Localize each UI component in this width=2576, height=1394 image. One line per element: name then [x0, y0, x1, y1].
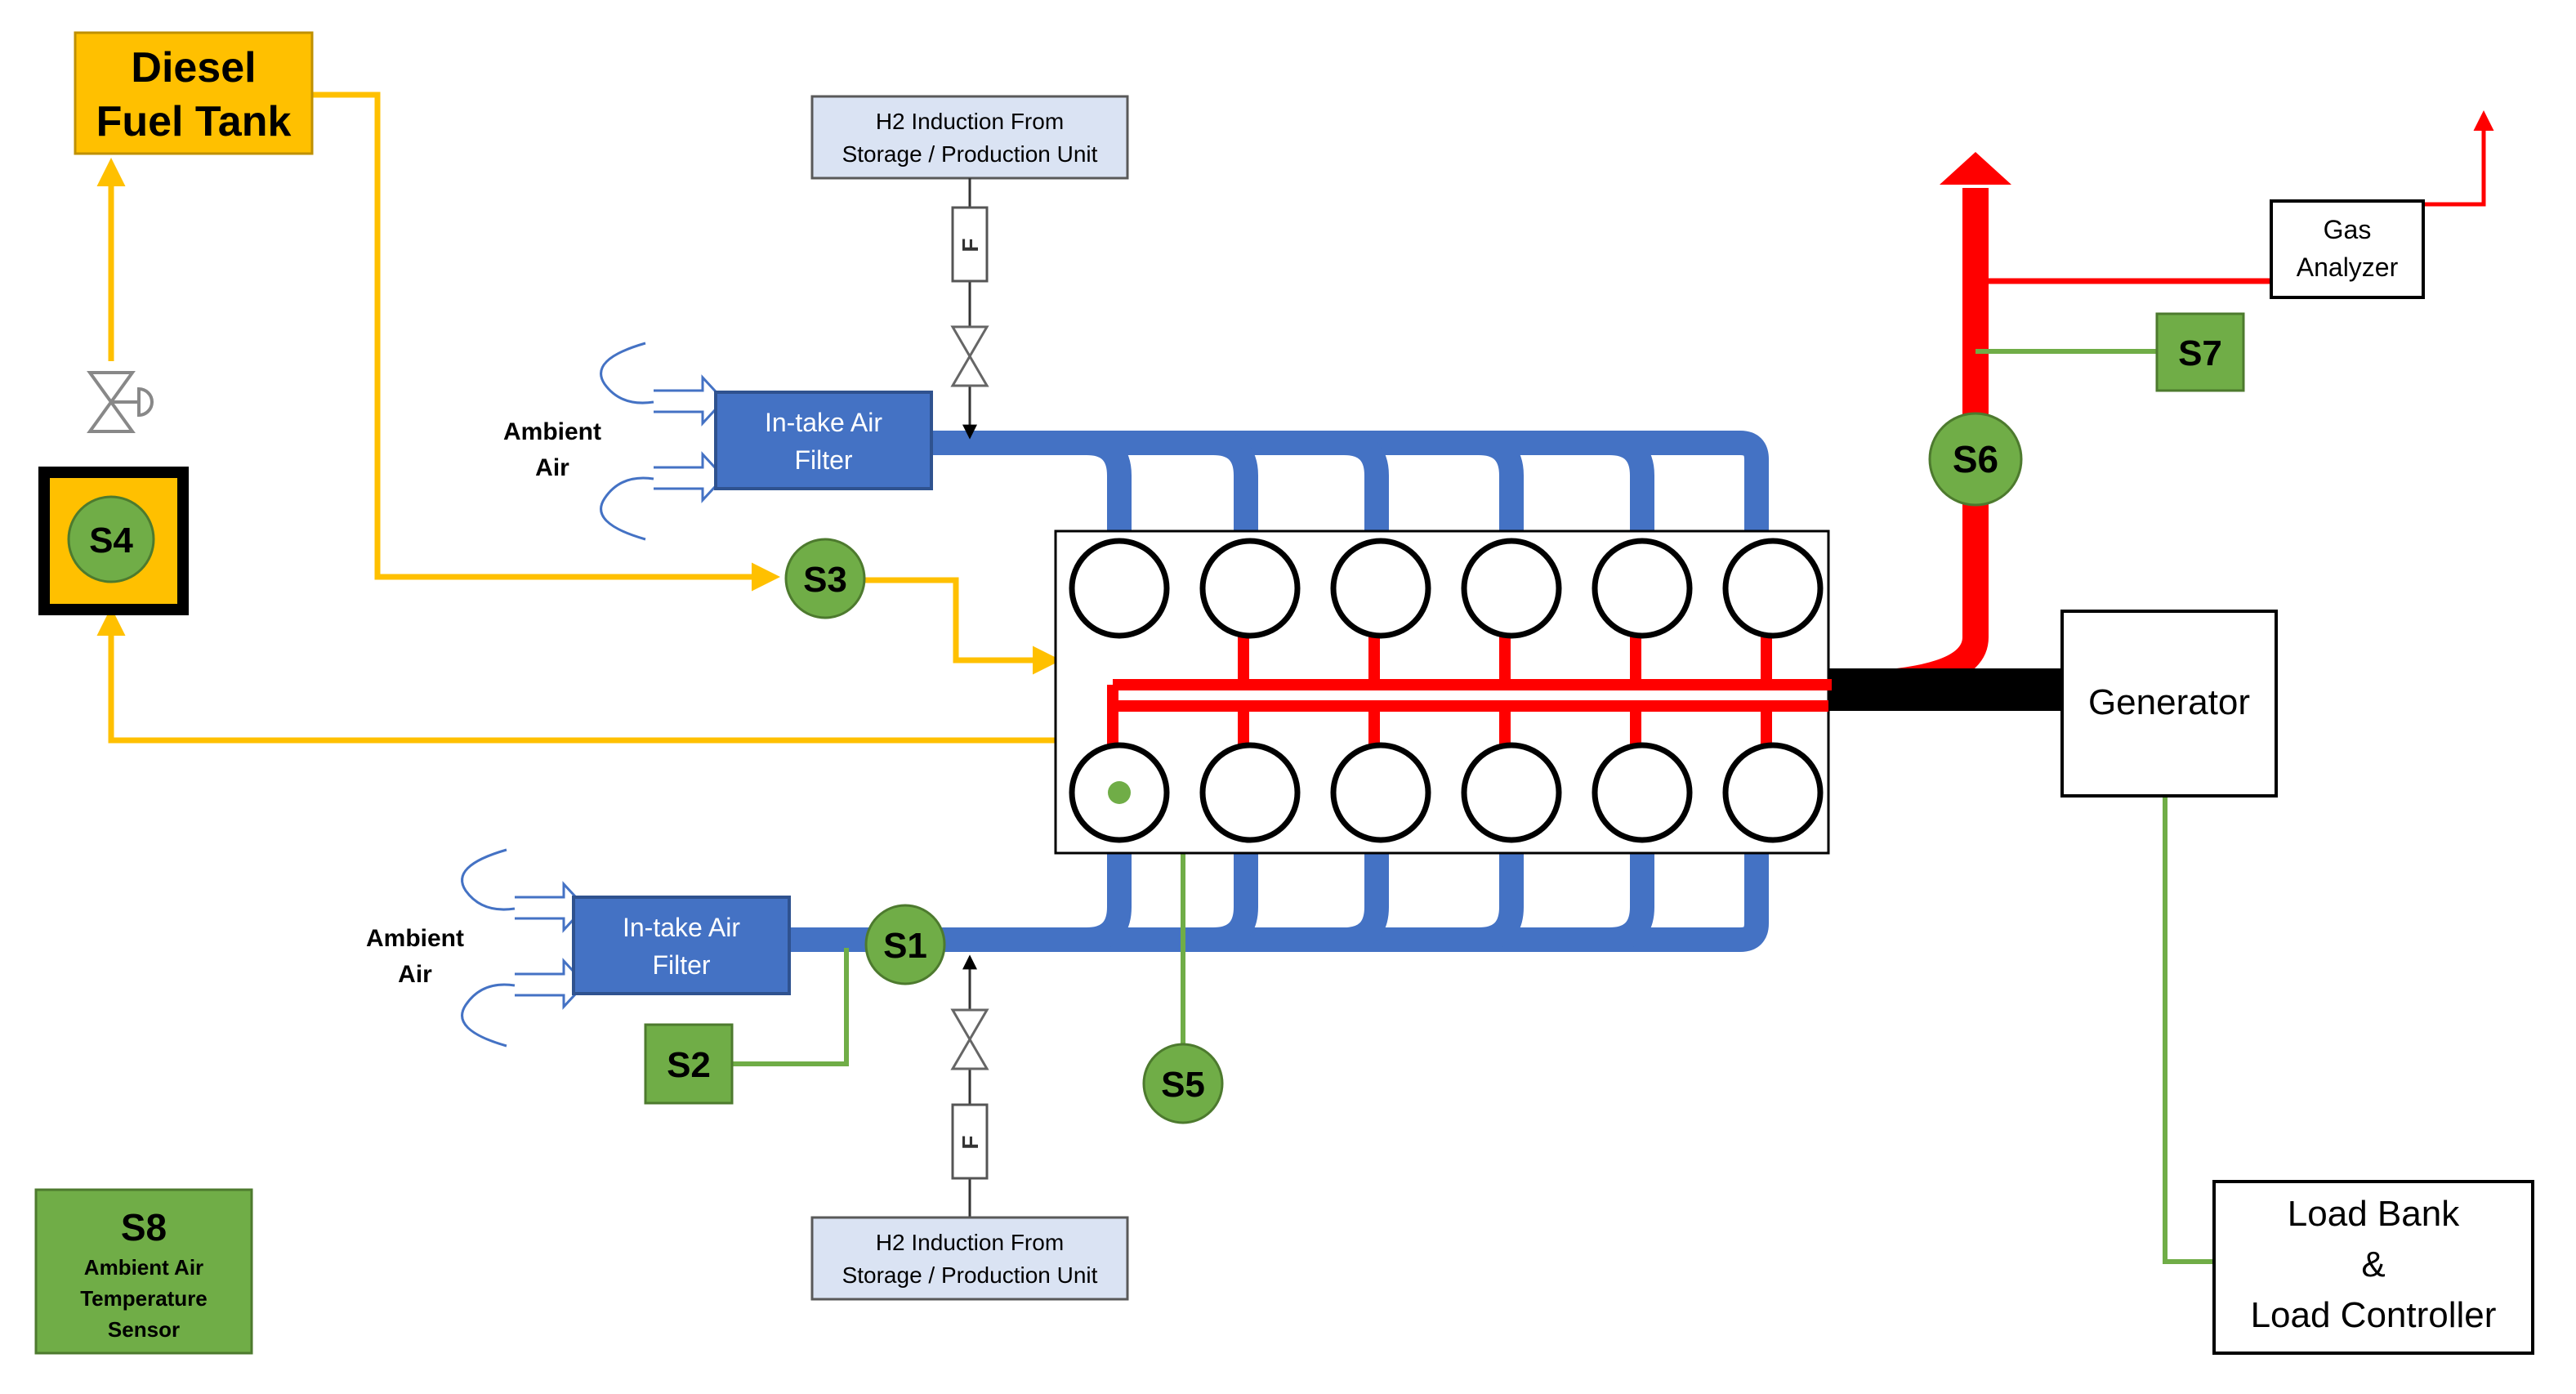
s5-sensor: S5 — [1142, 1043, 1224, 1124]
load-control-line — [2163, 796, 2214, 1264]
fuel-return-line — [96, 607, 1056, 744]
s5-sensor-point — [1108, 781, 1131, 804]
s4-label: S4 — [89, 521, 133, 561]
fuel-line-s3-to-engine — [856, 577, 1061, 675]
h2-induction-bottom: F H2 Induction From Storage / Production… — [810, 954, 1129, 1301]
h2-bottom-filter-letter: F — [958, 1135, 983, 1149]
cylinders-top-row — [1069, 538, 1824, 639]
gas-analyzer-outlet — [2422, 110, 2494, 207]
h2-top-filter: F — [951, 206, 989, 283]
load-bank-label-3: Load Controller — [2251, 1295, 2497, 1335]
intake-filter-top-label-2: Filter — [794, 445, 852, 475]
s8-sensor: S8 Ambient Air Temperature Sensor — [34, 1188, 253, 1355]
s7-sensor: S7 — [2155, 312, 2245, 392]
s3-sensor: S3 — [784, 538, 866, 619]
h2-top-label-1: H2 Induction From — [876, 109, 1064, 134]
exhaust-outlet-arrow — [1940, 152, 2011, 185]
s6-sensor: S6 — [1928, 412, 2023, 507]
s8-caption-1: Ambient Air — [84, 1255, 203, 1280]
engine-block — [1054, 529, 1830, 855]
drive-shaft — [1828, 668, 2074, 711]
ambient-air-bottom: Ambient Air — [366, 848, 587, 1048]
s6-label: S6 — [1953, 438, 1998, 480]
bottom-cylinder-4 — [1461, 742, 1562, 843]
h2-bottom-label-1: H2 Induction From — [876, 1230, 1064, 1255]
top-cylinder-5 — [1592, 538, 1693, 639]
generator: Generator — [2060, 610, 2278, 798]
h2-bottom-valve — [950, 1008, 989, 1070]
ambient-air-top: Ambient Air — [503, 342, 726, 541]
gas-analyzer: Gas Analyzer — [2270, 199, 2425, 299]
s4-fuel-sensor-box: S4 — [38, 467, 189, 615]
s3-label: S3 — [803, 560, 847, 600]
intake-filter-bottom-label-1: In-take Air — [623, 913, 740, 942]
bottom-cylinder-3 — [1330, 742, 1431, 843]
h2-top-label-2: Storage / Production Unit — [842, 141, 1098, 167]
top-cylinder-2 — [1199, 538, 1301, 639]
s5-label: S5 — [1161, 1065, 1205, 1105]
intake-manifold-top — [923, 431, 1769, 531]
s1-sensor: S1 — [864, 904, 946, 985]
ambient-air-bottom-label-2: Air — [398, 961, 432, 988]
top-cylinder-1 — [1069, 538, 1170, 639]
h2-bottom-filter: F — [951, 1103, 989, 1180]
load-bank-label-2: & — [2361, 1244, 2385, 1285]
load-bank-label-1: Load Bank — [2288, 1194, 2460, 1234]
generator-label: Generator — [2088, 682, 2250, 722]
s8-label: S8 — [121, 1206, 167, 1249]
gas-analyzer-label-1: Gas — [2324, 215, 2372, 244]
bottom-cylinder-6 — [1722, 742, 1824, 843]
fuel-regulator-valve — [87, 371, 154, 433]
top-cylinder-3 — [1330, 538, 1431, 639]
intake-filter-top-label-1: In-take Air — [765, 408, 882, 437]
intake-filter-bottom: In-take Air Filter — [572, 896, 791, 995]
intake-manifold-bottom — [784, 853, 1769, 952]
h2-top-filter-letter: F — [958, 238, 983, 252]
s2-sensor: S2 — [644, 1023, 734, 1105]
s8-caption-3: Sensor — [108, 1317, 180, 1342]
intake-filter-top: In-take Air Filter — [714, 391, 933, 490]
s2-label: S2 — [667, 1045, 711, 1085]
diesel-fuel-tank: Diesel Fuel Tank — [74, 31, 314, 155]
s7-label: S7 — [2178, 333, 2222, 373]
fuel-feed-line — [312, 92, 780, 592]
s2-line — [727, 948, 849, 1066]
load-bank: Load Bank & Load Controller — [2212, 1180, 2534, 1355]
top-cylinder-4 — [1461, 538, 1562, 639]
h2-induction-top: H2 Induction From Storage / Production U… — [810, 95, 1129, 440]
h2-bottom-label-2: Storage / Production Unit — [842, 1262, 1098, 1288]
ambient-air-bottom-label-1: Ambient — [366, 925, 464, 952]
bottom-cylinder-5 — [1592, 742, 1693, 843]
h2-top-valve — [950, 325, 989, 387]
s8-caption-2: Temperature — [80, 1286, 208, 1311]
gas-analyzer-label-2: Analyzer — [2297, 252, 2399, 282]
cylinders-bottom-row — [1069, 742, 1824, 843]
s1-label: S1 — [883, 926, 927, 966]
bottom-cylinder-2 — [1199, 742, 1301, 843]
fuel-tank-label-1: Diesel — [131, 44, 256, 92]
intake-filter-bottom-label-2: Filter — [652, 950, 710, 980]
top-cylinder-6 — [1722, 538, 1824, 639]
fuel-lines — [96, 92, 1061, 744]
ambient-air-top-label-2: Air — [535, 454, 569, 481]
ambient-air-top-label-1: Ambient — [503, 418, 601, 445]
fuel-tank-label-2: Fuel Tank — [96, 98, 292, 145]
